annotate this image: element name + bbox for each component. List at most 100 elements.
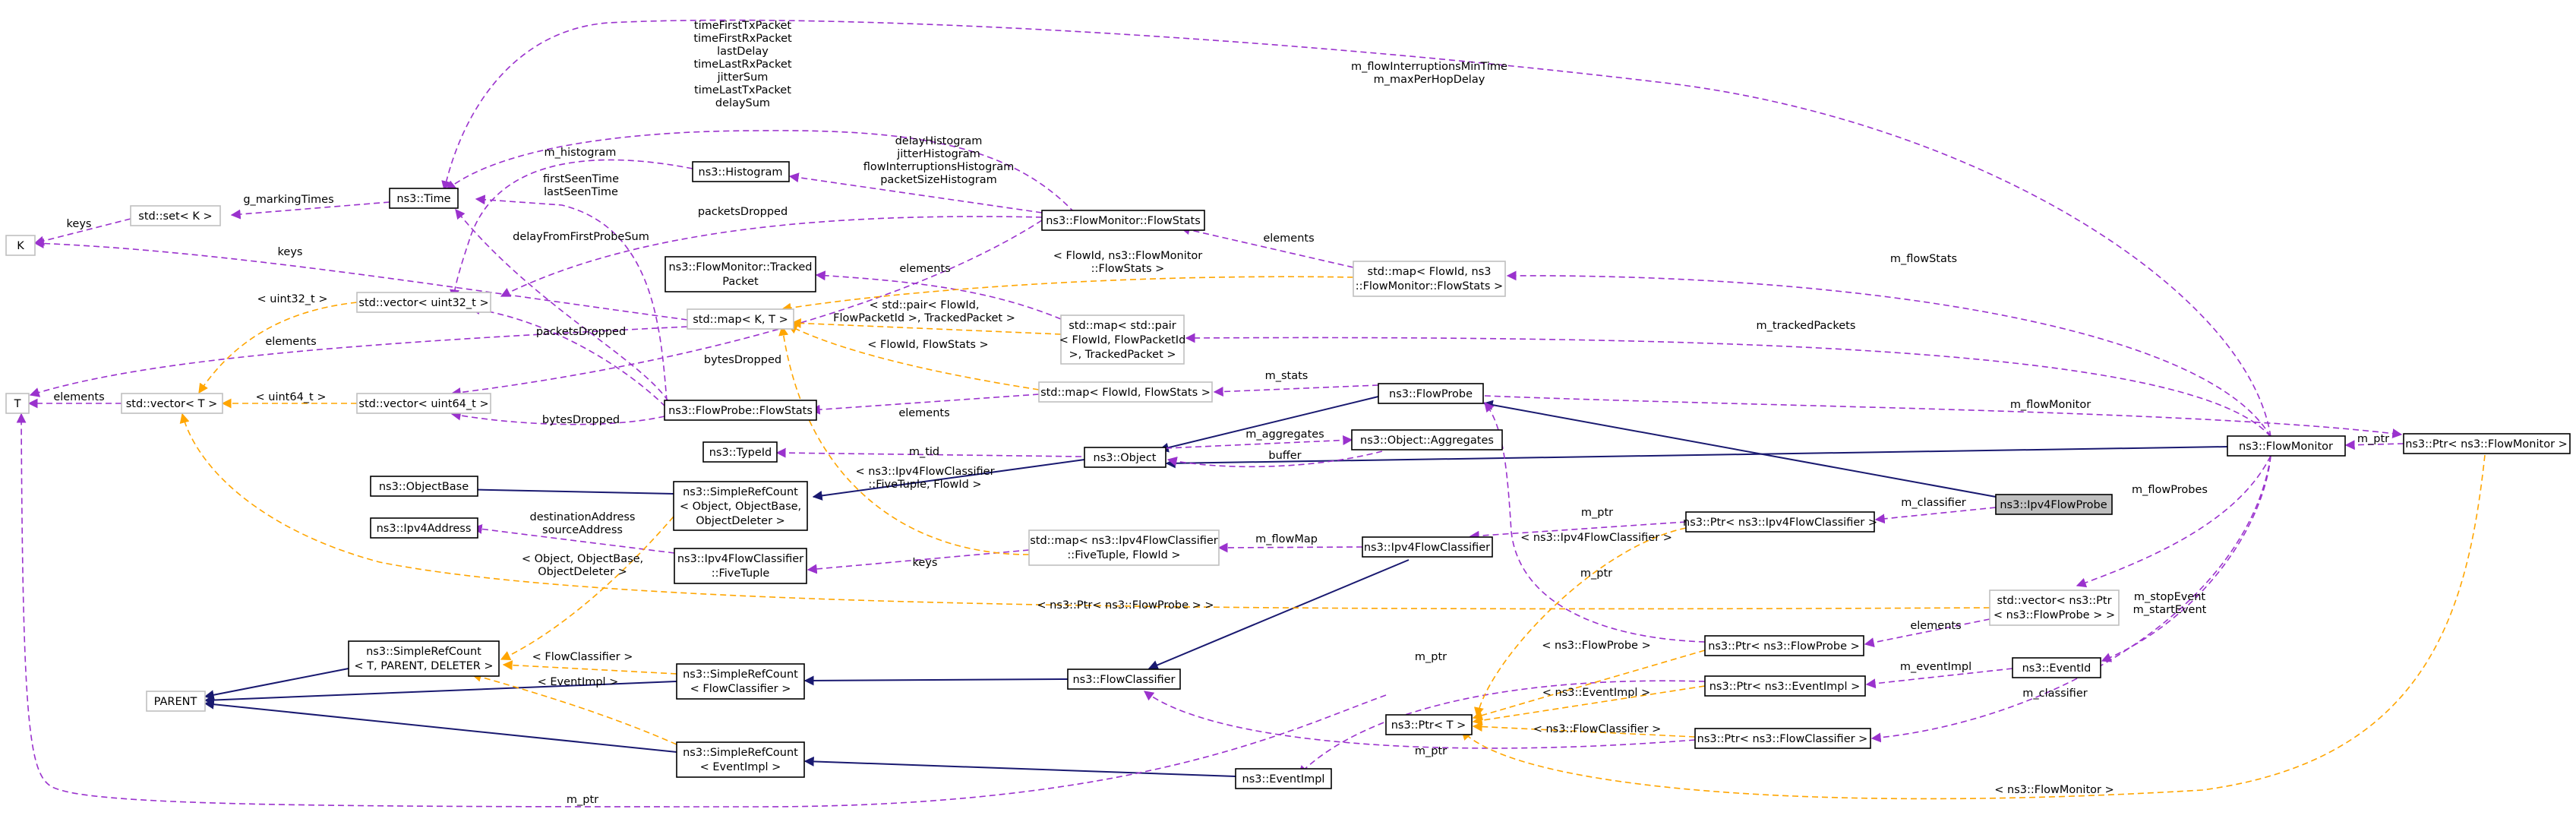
edge-eventimpl-to-srefcount-ei [803,756,1236,777]
edge-label-tpl-object-objectbase-1: ObjectDeleter > [538,566,627,578]
edge-label-time-multi-2: lastDelay [717,46,769,58]
edge-tpl-object-objectbase [500,516,674,660]
node-ptr-t-label: ns3::Ptr< T > [1391,719,1466,732]
edge-m-ptr-fc [1143,691,1696,749]
node-vector-u32[interactable]: std::vector< uint32_t > [356,292,491,313]
edge-label-m-histogram: m_histogram [545,147,617,159]
node-object[interactable]: ns3::Object [1084,447,1166,468]
node-flowmonitor-flowstats-label: ns3::FlowMonitor::FlowStats [1046,215,1201,227]
node-srefcount-tpl-label-1: < T, PARENT, DELETER > [354,660,493,672]
edge-elements-ppstats [810,394,1040,415]
node-ptr-eventimpl[interactable]: ns3::Ptr< ns3::EventImpl > [1704,675,1866,697]
node-srefcount-ei[interactable]: ns3::SimpleRefCount< EventImpl > [676,741,805,778]
node-map-flowid-stats[interactable]: std::map< FlowId, FlowStats > [1038,381,1213,403]
node-srefcount-tpl[interactable]: ns3::SimpleRefCount< T, PARENT, DELETER … [348,640,500,677]
edge-elements-ptr-fp [1864,618,1990,648]
edge-bytesdropped-lower [450,410,665,425]
node-ipv4address[interactable]: ns3::Ipv4Address [370,517,478,539]
edge-label-m-flowmap: m_flowMap [1255,533,1318,545]
node-srefcount-fc[interactable]: ns3::SimpleRefCount< FlowClassifier > [676,663,805,700]
edge-m-ptr-ei [1298,680,1706,776]
edge-label-tpl-fivetuple-flowid-1: ::FiveTuple, FlowId > [868,479,981,491]
node-k[interactable]: K [5,235,36,256]
node-srefcount-obj-label-0: ns3::SimpleRefCount [683,486,798,498]
edge-m-stop-start [2101,455,2271,662]
node-vector-u64-label: std::vector< uint64_t > [358,398,488,410]
edge-label-elements-fmflowstats: elements [1263,232,1314,245]
node-flowclassifier[interactable]: ns3::FlowClassifier [1067,669,1181,690]
node-map-pair-tracked[interactable]: std::map< std::pair< FlowId, FlowPacketI… [1059,315,1186,365]
node-flowprobe-flowstats[interactable]: ns3::FlowProbe::FlowStats [664,400,817,421]
node-map-kt[interactable]: std::map< K, T > [687,308,794,330]
edge-delayfromfirst [455,208,669,402]
edge-m-classifier-top [1874,507,1997,524]
node-map-flowid-fmstats[interactable]: std::map< FlowId, ns3::FlowMonitor::Flow… [1353,261,1506,297]
node-vector-u32-label: std::vector< uint32_t > [358,297,488,309]
edge-label-packetsdropped-top: packetsDropped [698,206,788,218]
node-histogram[interactable]: ns3::Histogram [692,161,790,182]
node-aggregates[interactable]: ns3::Object::Aggregates [1351,429,1503,450]
edge-elements-tracked [815,270,1062,320]
node-tracked-packet-label-1: Packet [722,276,759,288]
edge-fm-interruptions [441,19,2271,438]
node-ptr-flowprobe[interactable]: ns3::Ptr< ns3::FlowProbe > [1704,635,1864,656]
edge-object-to-srefcount-obj [812,459,1085,501]
node-tracked-packet[interactable]: ns3::FlowMonitor::TrackedPacket [665,256,816,292]
node-eventimpl[interactable]: ns3::EventImpl [1235,768,1332,789]
edge-label-m-stats: m_stats [1265,370,1309,382]
node-objectbase-label: ns3::ObjectBase [379,481,469,493]
node-ptr-flowmonitor[interactable]: ns3::Ptr< ns3::FlowMonitor > [2403,433,2571,454]
node-flowprobe[interactable]: ns3::FlowProbe [1378,383,1484,404]
edge-label-m-ptr-fp: m_ptr [1580,567,1612,580]
node-vector-t-label: std::vector< T > [126,398,218,410]
node-parent[interactable]: PARENT [146,691,206,712]
edge-m-tid [775,447,1082,458]
edge-label-uint32-tpl: < uint32_t > [257,293,328,305]
node-objectbase[interactable]: ns3::ObjectBase [370,476,478,497]
node-t[interactable]: T [5,393,30,414]
edge-ipv4flowclassifier-to-flowclassifier [1148,559,1410,670]
edge-label-tpl-flowclassifier-src: < FlowClassifier > [532,651,633,663]
node-eventid-label: ns3::EventId [2022,662,2091,675]
node-vector-u64[interactable]: std::vector< uint64_t > [356,393,491,414]
node-flowclassifier-label: ns3::FlowClassifier [1072,674,1175,686]
edge-label-dest-source-0: destinationAddress [530,511,636,523]
edge-label-tpl-ptr-flowprobe: < ns3::Ptr< ns3::FlowProbe > > [1037,599,1214,612]
node-fivetuple[interactable]: ns3::Ipv4FlowClassifier::FiveTuple [674,548,807,584]
node-set-k[interactable]: std::set< K > [130,205,221,226]
node-ptr-ipv4fc[interactable]: ns3::Ptr< ns3::Ipv4FlowClassifier > [1683,511,1877,533]
node-flowmonitor[interactable]: ns3::FlowMonitor [2227,435,2346,457]
node-srefcount-obj[interactable]: ns3::SimpleRefCount< Object, ObjectBase,… [673,481,808,531]
edge-g-markingtimes [230,201,390,220]
node-eventid[interactable]: ns3::EventId [2012,657,2101,678]
edge-label-m-flowprobes: m_flowProbes [2132,484,2208,496]
node-object-label: ns3::Object [1094,452,1157,464]
node-ptr-ipv4fc-label: ns3::Ptr< ns3::Ipv4FlowClassifier > [1683,517,1877,529]
edge-label-fm-interruptions-0: m_flowInterruptionsMinTime [1351,61,1507,73]
edge-m-trackedpackets [1185,333,2271,438]
edge-label-m-stop-start-1: m_startEvent [2133,604,2207,616]
node-map-fivetuple[interactable]: std::map< ns3::Ipv4FlowClassifier::FiveT… [1028,529,1220,566]
node-ptr-flowprobe-label: ns3::Ptr< ns3::FlowProbe > [1708,640,1860,653]
edge-label-tpl-eventimpl: < ns3::EventImpl > [1542,687,1650,699]
node-map-pair-tracked-label-0: std::map< std::pair [1069,320,1176,332]
node-time-label: ns3::Time [396,193,450,205]
edge-label-time-multi-3: timeLastRxPacket [693,58,791,71]
edge-srefcount-tpl-to-parent [204,668,349,700]
node-ipv4address-label: ns3::Ipv4Address [377,523,472,535]
edge-label-m-flowmonitor: m_flowMonitor [2010,399,2091,411]
node-flowmonitor-flowstats[interactable]: ns3::FlowMonitor::FlowStats [1041,210,1205,231]
node-ptr-flowclassifier[interactable]: ns3::Ptr< ns3::FlowClassifier > [1694,728,1871,749]
node-typeid[interactable]: ns3::TypeId [702,441,778,463]
node-time[interactable]: ns3::Time [389,188,459,209]
node-srefcount-tpl-label-0: ns3::SimpleRefCount [366,646,481,658]
node-ptr-t[interactable]: ns3::Ptr< T > [1385,714,1473,735]
edge-label-elements-ppstats: elements [898,407,949,419]
node-vector-t[interactable]: std::vector< T > [121,393,223,414]
edge-label-keys-fivetuple: keys [913,557,938,569]
node-ipv4flowprobe[interactable]: ns3::Ipv4FlowProbe [1995,494,2113,515]
node-ipv4flowclassifier[interactable]: ns3::Ipv4FlowClassifier [1362,536,1493,558]
node-vector-ptr-flowprobe[interactable]: std::vector< ns3::Ptr< ns3::FlowProbe > … [1989,590,2120,626]
edge-label-bytesdropped-upper: bytesDropped [704,354,781,366]
node-histogram-label: ns3::Histogram [699,166,783,179]
